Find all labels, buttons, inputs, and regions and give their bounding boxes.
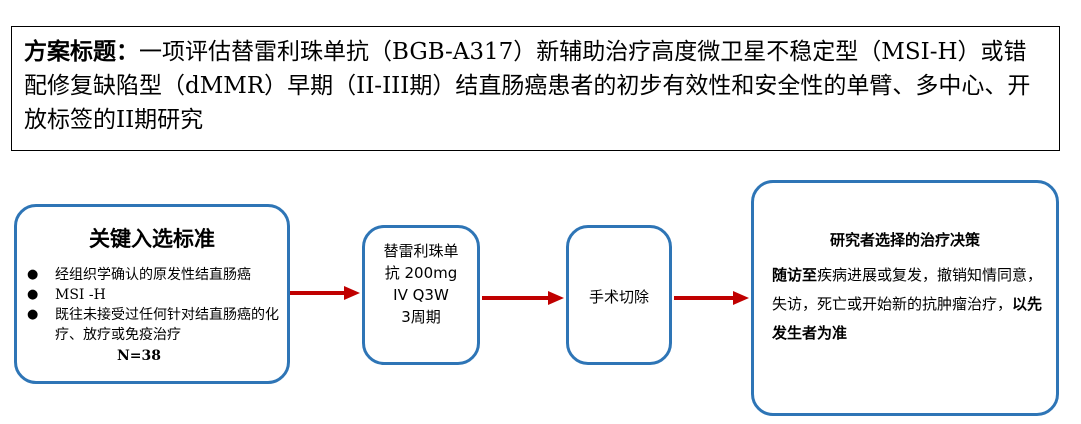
- bullet-icon: ●: [27, 287, 39, 302]
- follow-up-lead: 随访至: [772, 266, 818, 284]
- drug-line: 抗 200mg: [384, 264, 458, 282]
- criteria-item: ● 既往未接受过任何针对结直肠癌的化疗、放疗或免疫治疗: [27, 305, 287, 345]
- treatment-decision-heading: 研究者选择的治疗决策: [829, 231, 980, 249]
- treatment-decision-body: 随访至疾病进展或复发，撤销知情同意，失访，死亡或开始新的抗肿瘤治疗，以先发生者为…: [772, 261, 1050, 348]
- criteria-item-text: 经组织学确认的原发性结直肠癌: [55, 267, 251, 283]
- criteria-item: ● MSI -H: [27, 285, 287, 305]
- criteria-item: ● 经组织学确认的原发性结直肠癌: [27, 265, 287, 285]
- criteria-item-text: 既往未接受过任何针对结直肠癌的化疗、放疗或免疫治疗: [55, 307, 279, 343]
- protocol-title-box: 方案标题：一项评估替雷利珠单抗（BGB-A317）新辅助治疗高度微卫星不稳定型（…: [11, 26, 1060, 151]
- follow-up-text: 疾病进展或复发，撤销知情同意，失访，死亡或开始新的抗肿瘤治疗，: [772, 266, 1043, 313]
- inclusion-criteria-heading: 关键入选标准: [89, 227, 215, 251]
- protocol-title-text: 一项评估替雷利珠单抗（BGB-A317）新辅助治疗高度微卫星不稳定型（MSI-H…: [24, 39, 1031, 133]
- follow-up-tail: 以先发生者为准: [772, 295, 1043, 342]
- surgery-box: 手术切除: [566, 225, 672, 365]
- bullet-icon: ●: [27, 267, 39, 282]
- arrow-right-icon: [674, 291, 749, 305]
- inclusion-criteria-box: 关键入选标准 ● 经组织学确认的原发性结直肠癌 ● MSI -H ● 既往未接受…: [14, 204, 290, 384]
- sample-size-label: N=38: [117, 348, 162, 364]
- inclusion-criteria-list: ● 经组织学确认的原发性结直肠癌 ● MSI -H ● 既往未接受过任何针对结直…: [27, 265, 287, 366]
- arrow-right-icon: [290, 286, 360, 300]
- arrow-right-icon: [482, 291, 564, 305]
- treatment-decision-box: 研究者选择的治疗决策 随访至疾病进展或复发，撤销知情同意，失访，死亡或开始新的抗…: [751, 180, 1059, 416]
- drug-line: 替雷利珠单: [383, 242, 459, 260]
- protocol-title-label: 方案标题：: [24, 38, 139, 65]
- drug-regimen-box: 替雷利珠单 抗 200mg IV Q3W 3周期: [362, 225, 480, 365]
- drug-regimen-text: 替雷利珠单 抗 200mg IV Q3W 3周期: [365, 240, 477, 328]
- drug-line: IV Q3W: [393, 286, 449, 304]
- bullet-icon: ●: [27, 307, 39, 322]
- criteria-item-text: MSI -H: [55, 287, 106, 303]
- drug-line: 3周期: [401, 308, 441, 326]
- surgery-label: 手术切除: [588, 288, 649, 306]
